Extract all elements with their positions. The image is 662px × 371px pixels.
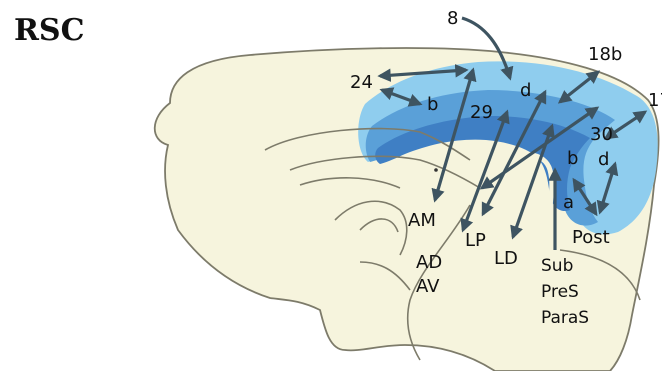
label-post: Post <box>572 227 610 248</box>
label-sub: Sub <box>541 256 573 276</box>
label-area-29: 29 <box>470 102 493 123</box>
label-area-24: 24 <box>350 72 373 93</box>
label-area-17: 17 <box>648 90 662 111</box>
label-pres: PreS <box>541 282 579 302</box>
label-sub-b-30: b <box>567 148 578 169</box>
panel-title: RSC <box>14 13 84 48</box>
label-sub-a: a <box>563 192 574 213</box>
label-sub-d-29: d <box>520 80 531 101</box>
label-sub-b-29: b <box>427 94 438 115</box>
label-area-18b: 18b <box>588 44 622 65</box>
label-ad: AD <box>416 252 442 273</box>
label-am: AM <box>408 210 436 231</box>
midline-dot <box>434 168 438 172</box>
label-ld: LD <box>494 248 518 269</box>
label-sub-d-30: d <box>598 149 609 170</box>
label-av: AV <box>416 276 440 297</box>
label-lp: LP <box>465 230 486 251</box>
label-area-30: 30 <box>590 124 613 145</box>
label-paras: ParaS <box>541 308 589 328</box>
label-area-8: 8 <box>447 8 458 29</box>
